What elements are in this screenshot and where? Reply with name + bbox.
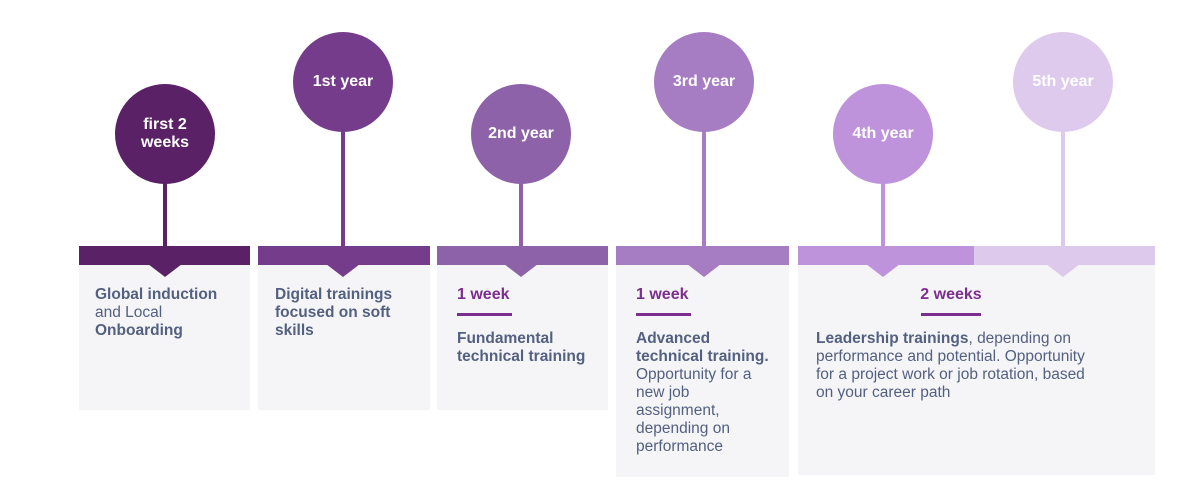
description-normal-text: , depending on performance and potential…	[816, 330, 1085, 401]
box-heading: Fundamental technical training	[457, 330, 586, 365]
content-box-advanced-training: 1 week Advanced technical training. Oppo…	[616, 265, 789, 477]
content-box-fundamental-training: 1 week Fundamental technical training	[437, 265, 608, 410]
milestone-label: 2nd year	[488, 124, 554, 142]
duration-underline	[636, 313, 691, 316]
milestone-circle-5th-year: 5th year	[1013, 32, 1113, 132]
box-description: Advanced technical training. Opportunity…	[636, 330, 777, 456]
box-heading: Digital trainings focused on soft skills	[275, 286, 393, 339]
content-box-digital-trainings: Digital trainings focused on soft skills	[258, 265, 430, 410]
milestone-circle-2nd-year: 2nd year	[471, 84, 571, 184]
description-bold-text: Global induction	[95, 286, 218, 303]
timeline-stem-3rd-year	[702, 128, 706, 250]
timeline-stem-5th-year	[1061, 128, 1065, 250]
duration-label: 2 weeks	[920, 286, 982, 303]
description-normal-text: Opportunity for a new job assignment, de…	[636, 366, 752, 455]
content-box-leadership-trainings: 2 weeks Leadership trainings, depending …	[798, 265, 1155, 475]
duration-underline	[457, 313, 512, 316]
description-bold-text: Leadership trainings	[816, 330, 969, 347]
arrow-down-icon	[326, 264, 360, 277]
duration-underline	[921, 313, 981, 316]
milestone-label: 4th year	[852, 124, 914, 142]
box-description: Global induction and Local Onboarding	[95, 286, 238, 340]
timeline-bar-3rd-year	[616, 246, 789, 265]
milestone-circle-4th-year: 4th year	[833, 84, 933, 184]
box-description: Leadership trainings, depending on perfo…	[816, 330, 1086, 402]
arrow-down-icon	[687, 264, 721, 277]
timeline-stem-4th-year	[881, 180, 885, 250]
arrow-down-icon	[1046, 264, 1080, 277]
timeline-stem-1st-year	[341, 128, 345, 250]
description-bold-text: Onboarding	[95, 322, 183, 339]
arrow-down-icon	[148, 264, 182, 277]
milestone-label: 5th year	[1032, 72, 1094, 90]
arrow-down-icon	[866, 264, 900, 277]
timeline-stem-2nd-year	[519, 180, 523, 250]
milestone-label: 1st year	[312, 72, 374, 90]
timeline-bar-5th-year	[974, 246, 1155, 265]
description-bold-text: Advanced technical training.	[636, 330, 769, 365]
timeline-bar-2nd-year	[437, 246, 608, 265]
milestone-label: first 2 weeks	[140, 115, 190, 151]
timeline-stem-first-2-weeks	[163, 180, 167, 250]
milestone-circle-first-2-weeks: first 2 weeks	[115, 84, 215, 184]
timeline-bar-4th-year	[798, 246, 974, 265]
milestone-label: 3rd year	[672, 72, 736, 90]
arrow-down-icon	[504, 264, 538, 277]
timeline-bar-1st-year	[258, 246, 430, 265]
description-normal-text: and Local	[95, 304, 163, 321]
milestone-circle-3rd-year: 3rd year	[654, 32, 754, 132]
milestone-circle-1st-year: 1st year	[293, 32, 393, 132]
content-box-onboarding: Global induction and Local Onboarding	[79, 265, 250, 410]
duration-label: 1 week	[457, 286, 510, 303]
duration-label: 1 week	[636, 286, 689, 303]
timeline-bar-first-2-weeks	[79, 246, 250, 265]
